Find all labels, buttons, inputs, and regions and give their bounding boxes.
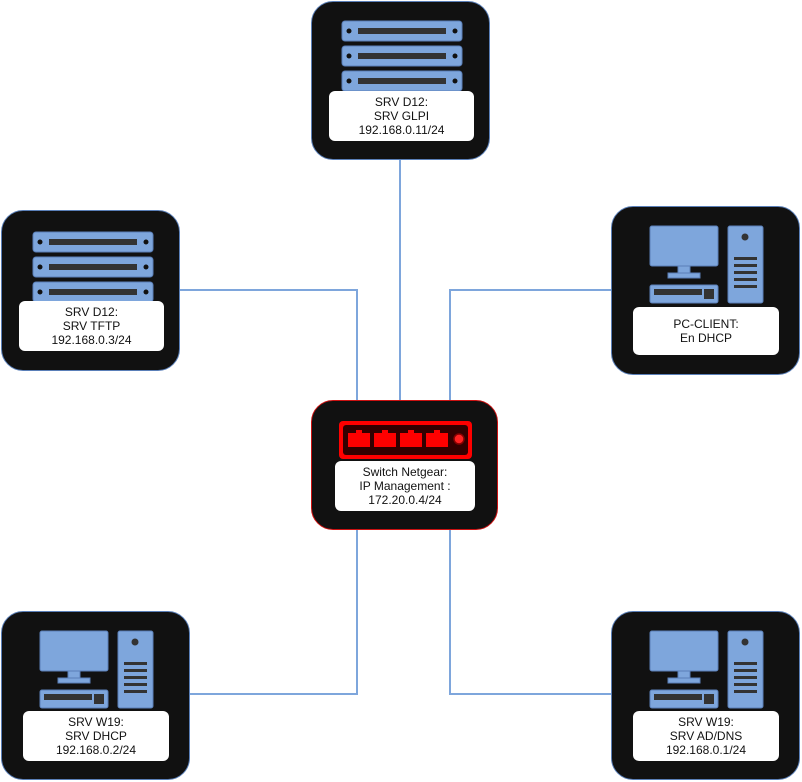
node-label: SRV D12: SRV GLPI 192.168.0.11/24 (329, 91, 474, 141)
link-switch-tftp (180, 289, 358, 400)
node-srv-dhcp[interactable]: SRV W19: SRV DHCP 192.168.0.2/24 (1, 611, 190, 780)
label-line-1: Switch Netgear: (362, 465, 448, 479)
node-srv-glpi[interactable]: SRV D12: SRV GLPI 192.168.0.11/24 (311, 1, 490, 160)
label-line-3: 172.20.0.4/24 (368, 493, 442, 507)
label-line-3: 192.168.0.1/24 (665, 743, 747, 757)
node-switch-netgear[interactable]: Switch Netgear: IP Management : 172.20.0… (311, 400, 498, 530)
node-label: PC-CLIENT: En DHCP (633, 307, 779, 355)
node-srv-tftp[interactable]: SRV D12: SRV TFTP 192.168.0.3/24 (1, 210, 180, 371)
label-line-2: SRV TFTP (62, 319, 121, 333)
link-switch-dhcp (190, 530, 358, 695)
node-srv-ad-dns[interactable]: SRV W19: SRV AD/DNS 192.168.0.1/24 (611, 611, 800, 780)
label-line-3: 192.168.0.2/24 (55, 743, 137, 757)
label-line-2: SRV DHCP (65, 729, 127, 743)
node-label: SRV W19: SRV DHCP 192.168.0.2/24 (23, 711, 169, 761)
node-label: SRV D12: SRV TFTP 192.168.0.3/24 (19, 301, 164, 351)
label-line-2: SRV AD/DNS (669, 729, 743, 743)
desktop-pc-icon (39, 630, 154, 709)
label-line-2: SRV GLPI (373, 109, 430, 123)
network-switch-icon (339, 421, 472, 459)
node-label: SRV W19: SRV AD/DNS 192.168.0.1/24 (633, 711, 779, 761)
label-line-2: En DHCP (679, 331, 732, 345)
node-label: Switch Netgear: IP Management : 172.20.0… (335, 461, 475, 511)
label-line-3: 192.168.0.3/24 (51, 333, 132, 347)
label-line-1: SRV W19: (68, 715, 124, 729)
label-line-1: SRV D12: (374, 95, 429, 109)
link-switch-addns (449, 530, 611, 695)
label-line-1: SRV W19: (678, 715, 734, 729)
label-line-1: PC-CLIENT: (673, 317, 739, 331)
rack-server-icon (32, 231, 154, 303)
label-line-1: SRV D12: (64, 305, 119, 319)
link-switch-pc-client (449, 289, 611, 400)
desktop-pc-icon (649, 630, 764, 709)
label-line-3: 192.168.0.11/24 (358, 123, 445, 137)
node-pc-client[interactable]: PC-CLIENT: En DHCP (611, 206, 800, 375)
desktop-pc-icon (649, 225, 764, 304)
label-line-2: IP Management : (359, 479, 451, 493)
